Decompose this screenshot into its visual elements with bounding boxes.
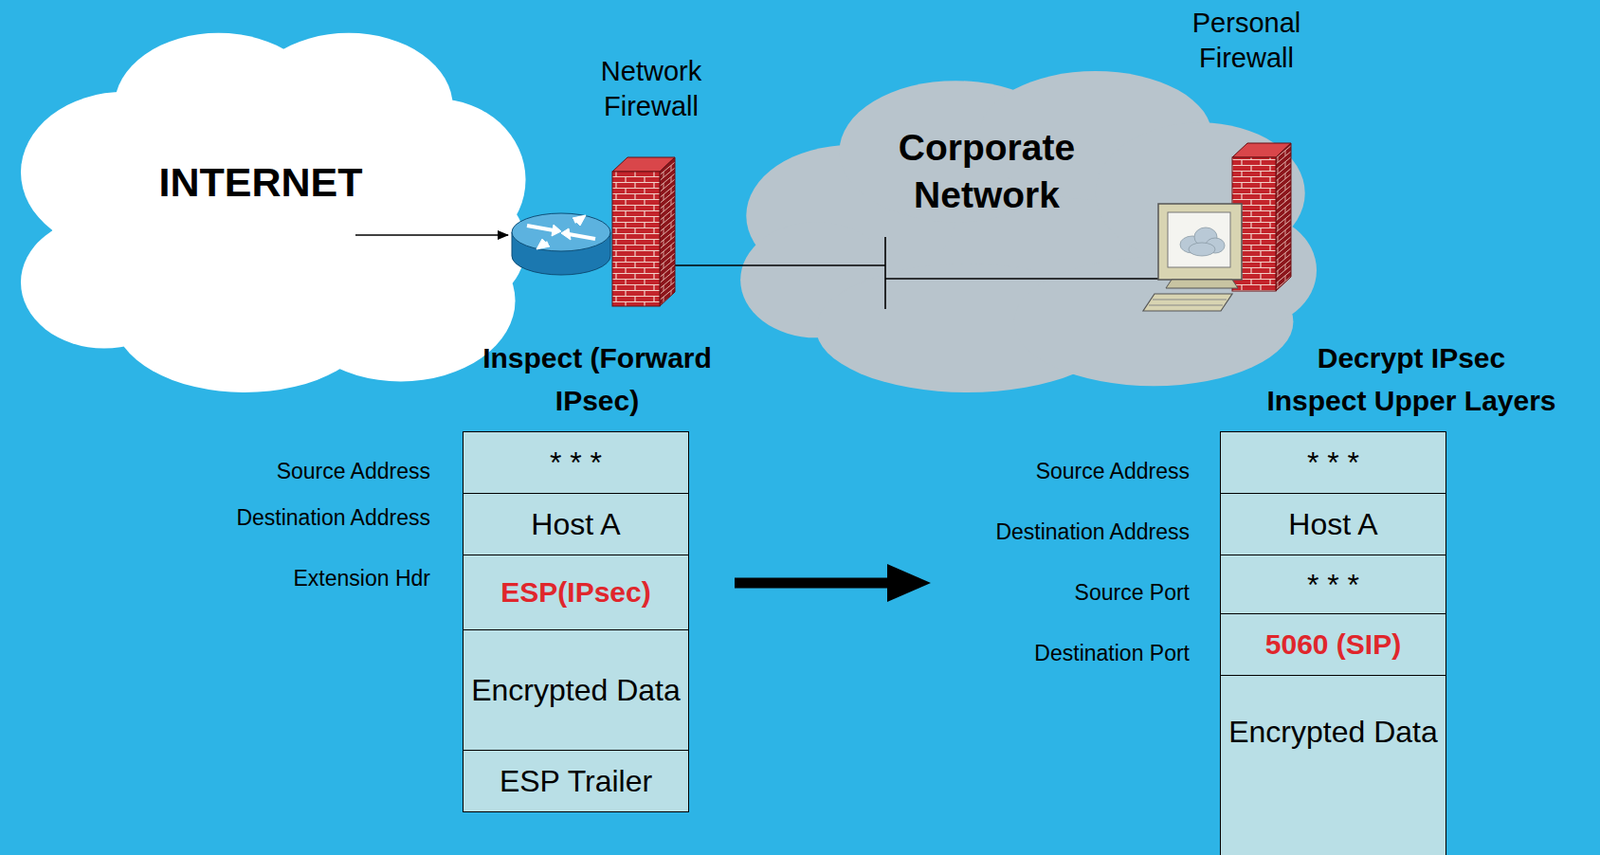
packet-field: Host A	[462, 492, 690, 556]
wire	[885, 277, 1164, 280]
heading: Decrypt IPsec Inspect Upper Layers	[1265, 336, 1558, 422]
packet-field: 5060 (SIP)	[1219, 613, 1447, 676]
bus-tick	[884, 236, 887, 310]
wire	[671, 264, 886, 267]
field-value: 5060 (SIP)	[1265, 626, 1401, 663]
internet-cloud: INTERNET	[10, 25, 531, 393]
packet-field: * * *	[1219, 554, 1447, 615]
computer-icon	[1143, 203, 1242, 311]
field-name: Destination Port	[943, 639, 1190, 667]
heading: Inspect (Forward IPsec)	[454, 336, 740, 422]
device-label: Network Firewall	[575, 54, 728, 125]
field-name: Destination Address	[943, 518, 1190, 546]
packet-field: ESP Trailer	[462, 749, 690, 813]
inbound-arrow	[355, 234, 509, 237]
cloud-outline	[10, 25, 531, 393]
packet-field: * * *	[462, 431, 690, 494]
cloud-outline	[734, 71, 1317, 393]
field-value: * * *	[1307, 444, 1360, 481]
corporate-cloud: Corporate Network	[734, 71, 1317, 393]
flow-arrow	[734, 563, 931, 602]
packet-field: Encrypted Data	[462, 629, 690, 751]
field-value: ESP Trailer	[499, 763, 653, 800]
field-value: * * *	[549, 444, 602, 481]
field-value: * * *	[1307, 566, 1360, 603]
firewall-wall	[612, 157, 675, 307]
packet-field: Encrypted Data	[1219, 674, 1447, 855]
field-value: Encrypted Data	[1228, 713, 1438, 750]
field-name: Destination Address	[183, 504, 431, 531]
router-symbol	[511, 213, 611, 275]
field-name: Source Address	[943, 457, 1190, 485]
field-value: Host A	[1288, 506, 1378, 543]
field-value: ESP(IPsec)	[500, 574, 651, 611]
packet-stack: Inspect (Forward IPsec)* * *Host AESP(IP…	[462, 431, 690, 812]
packet-field: * * *	[1219, 431, 1447, 494]
device-label: Personal Firewall	[1170, 5, 1323, 76]
field-name: Source Address	[183, 457, 431, 485]
heading: Corporate Network	[872, 124, 1101, 219]
field-name: Extension Hdr	[183, 564, 431, 592]
packet-stack: Decrypt IPsec Inspect Upper Layers* * *H…	[1219, 431, 1447, 855]
packet-field: Host A	[1219, 492, 1447, 556]
field-name: Source Port	[943, 579, 1190, 606]
heading: INTERNET	[132, 157, 389, 207]
field-value: Encrypted Data	[471, 672, 681, 709]
packet-field: ESP(IPsec)	[462, 554, 690, 631]
field-value: Host A	[530, 506, 620, 543]
